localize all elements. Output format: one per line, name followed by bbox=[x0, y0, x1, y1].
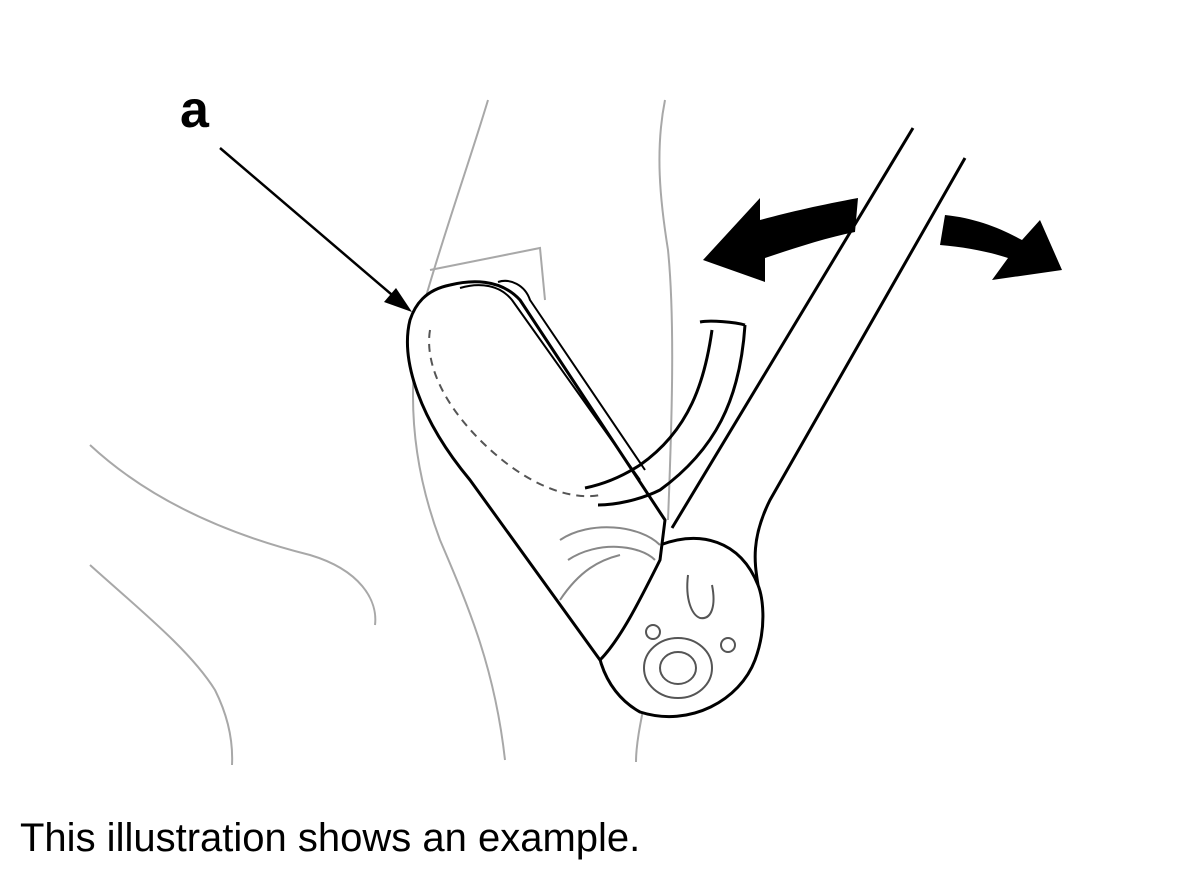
arrow-right-icon bbox=[940, 215, 1062, 280]
hose bbox=[584, 319, 747, 507]
illustration-caption: This illustration shows an example. bbox=[20, 816, 641, 860]
arrow-left-icon bbox=[703, 198, 858, 282]
callout-label-a: a bbox=[180, 81, 209, 139]
leader-arrow-icon bbox=[219, 147, 412, 312]
wrench-handle bbox=[670, 127, 967, 586]
socket-tool bbox=[406, 280, 667, 662]
